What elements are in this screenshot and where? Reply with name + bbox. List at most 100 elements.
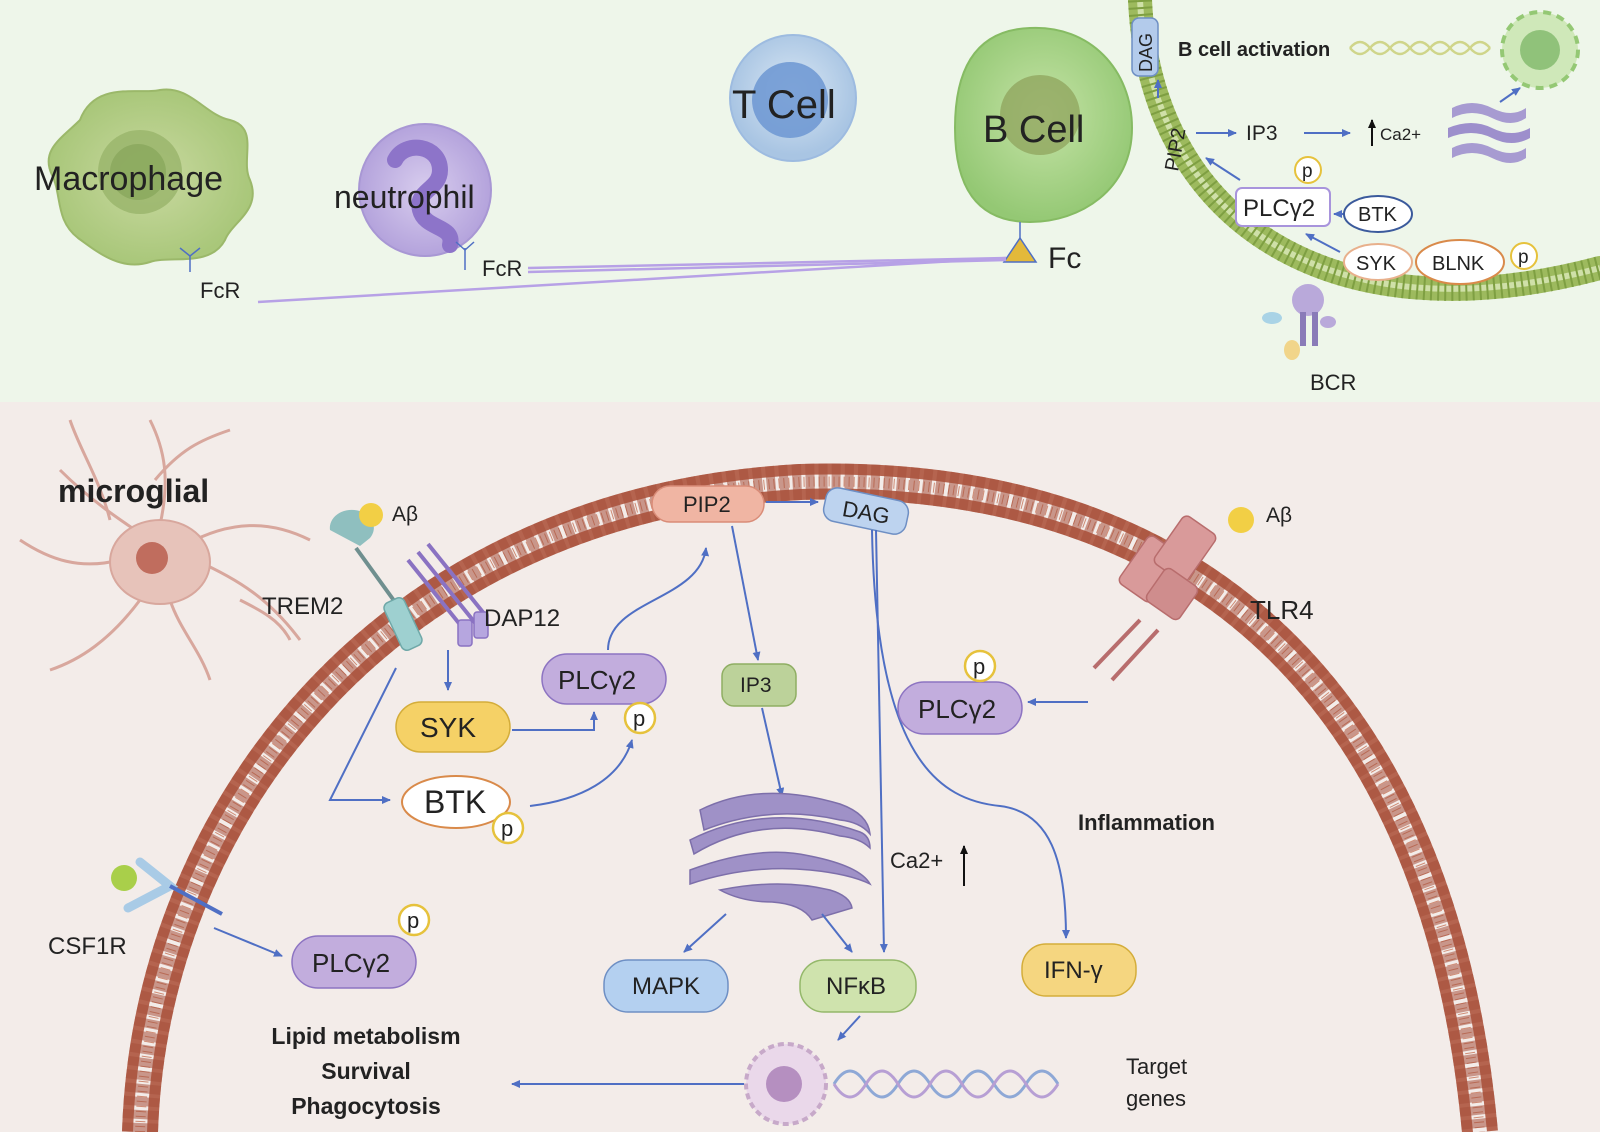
arrow-btk-plcg2: [529, 739, 634, 807]
dag-top-label: DAG: [1136, 33, 1156, 72]
activated-cell-top: [1500, 10, 1580, 90]
ifn-label: IFN-γ: [1044, 957, 1103, 984]
p-top-1-label: p: [1302, 161, 1313, 182]
plcg2-top-box: [1235, 187, 1331, 227]
macrophage-label: Macrophage: [34, 160, 223, 198]
abeta-left-ball: [359, 503, 383, 527]
ip3-top-label: IP3: [1246, 122, 1278, 145]
microglial-label: microglial: [58, 473, 209, 509]
dap12-label: DAP12: [484, 605, 560, 632]
ca-top-label: Ca2+: [1380, 125, 1421, 144]
blnk-top-label: BLNK: [1432, 253, 1485, 275]
p-plcg2-csf-label: p: [407, 908, 419, 933]
arrow-trem2-btk: [328, 667, 397, 804]
mapk-label: MAPK: [632, 973, 700, 1000]
dag-box-top: DAG: [1131, 17, 1159, 77]
arrow-syk-plcg2: [512, 711, 598, 731]
tlr4-label: TLR4: [1250, 595, 1314, 625]
trem2-label: TREM2: [262, 593, 343, 620]
btk-label: BTK: [424, 784, 486, 820]
dap12-receptor: [406, 542, 489, 647]
p-plcg2-right-label: p: [973, 654, 985, 679]
neutrophil-label: neutrophil: [334, 179, 475, 215]
dag-box: [822, 487, 910, 535]
csf1r-receptor: [123, 857, 223, 916]
neutrophil-cell: [358, 123, 492, 270]
btk-oval: [401, 775, 511, 829]
bcr-label: BCR: [1310, 370, 1356, 395]
p-badge-plcg2-center: [623, 701, 657, 735]
pip2-label: PIP2: [683, 492, 731, 517]
p-top-2-label: p: [1518, 247, 1529, 268]
arrow-syk-plcg2-top: [1305, 233, 1341, 253]
er-organelle: [689, 792, 872, 921]
microglial-membrane: [122, 463, 1498, 1132]
p-badge-plcg2-csf: [397, 903, 431, 937]
arrow-pip2-ip3: [731, 525, 761, 661]
pip2-box: [651, 485, 765, 523]
t-cell-label: T Cell: [732, 83, 836, 127]
ca-label: Ca2+: [890, 848, 943, 873]
plcg2-right-label: PLCγ2: [918, 694, 996, 724]
arrow-csf1r-plcg2: [213, 927, 283, 957]
plcg2-top-label: PLCγ2: [1243, 195, 1315, 222]
t-cell: [729, 34, 857, 162]
dna-helix: [832, 1069, 1060, 1099]
csf1r-ligand: [111, 865, 137, 891]
fc-triangle: [1002, 236, 1038, 263]
btk-top-label: BTK: [1358, 204, 1398, 226]
er-top: [1448, 103, 1530, 163]
plcg2-right-pill: [897, 681, 1023, 735]
fc-label: Fc: [1048, 242, 1081, 275]
outcome-lipid: Lipid metabolism: [271, 1023, 460, 1049]
p-plcg2-center-label: p: [633, 706, 645, 731]
arrow-dag-nfkb: [875, 529, 888, 953]
p-badge-top-1: [1294, 156, 1322, 184]
p-badge-plcg2-right: [963, 649, 997, 683]
arrow-plcg2-pip2: [607, 547, 710, 651]
arrow-er-nfkb: [821, 913, 853, 953]
p-btk-label: p: [501, 816, 513, 841]
syk-label: SYK: [420, 712, 476, 743]
inflammation-label: Inflammation: [1078, 810, 1215, 835]
abeta-right-ball: [1228, 507, 1254, 533]
arrow-plcg2-pip2-top: [1205, 157, 1241, 181]
p-badge-top-2: [1510, 242, 1538, 270]
syk-pill: [395, 701, 511, 753]
p-badge-btk: [491, 811, 525, 845]
abeta-right-label: Aβ: [1266, 504, 1292, 527]
plcg2-csf-label: PLCγ2: [312, 948, 390, 978]
fc-fcr-links: [257, 256, 1007, 304]
fcr-neutrophil-label: FcR: [482, 256, 522, 281]
mapk-pill: [603, 959, 729, 1013]
btk-top-oval: [1343, 195, 1413, 233]
plcg2-center-label: PLCγ2: [558, 665, 636, 695]
csf1r-label: CSF1R: [48, 933, 127, 960]
tlr4-receptor: [1092, 515, 1217, 682]
syk-top-label: SYK: [1356, 253, 1397, 275]
arrow-dag-ifn: [871, 529, 1070, 939]
bcr-receptor: [1262, 284, 1336, 360]
arrow-nfkb-nucleus: [837, 1015, 861, 1041]
fcr-macrophage-label: FcR: [200, 278, 240, 303]
outcome-survival: Survival: [321, 1058, 411, 1084]
abeta-left-label: Aβ: [392, 503, 418, 526]
target-label-1: Target: [1126, 1054, 1187, 1079]
nucleus: [744, 1042, 828, 1126]
arrow-er-mapk: [683, 913, 727, 953]
plcg2-csf-pill: [291, 935, 417, 989]
b-cell-activation-label: B cell activation: [1178, 39, 1330, 61]
outcome-phagocytosis: Phagocytosis: [291, 1093, 441, 1119]
syk-top-oval: [1343, 243, 1413, 281]
b-cell-label: B Cell: [983, 109, 1084, 151]
ifn-pill: [1021, 943, 1137, 997]
target-label-2: genes: [1126, 1086, 1186, 1111]
plcg2-center-pill: [541, 653, 667, 705]
arrow-er-cell-top: [1499, 87, 1521, 103]
arrow-ip3-er: [761, 707, 785, 797]
dna-top: [1349, 40, 1491, 56]
ip3-box: [721, 663, 797, 707]
nfkb-pill: [799, 959, 917, 1013]
macrophage-cell: [47, 88, 254, 272]
